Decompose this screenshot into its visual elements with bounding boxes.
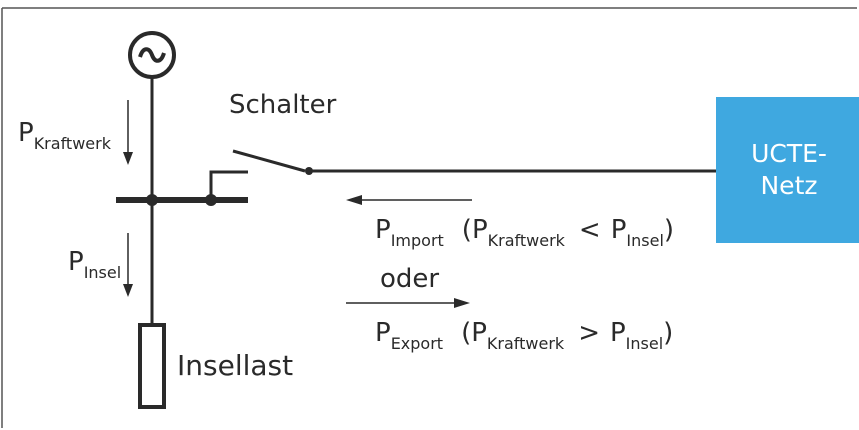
- ucte-grid-box: UCTE- Netz: [716, 97, 859, 243]
- export-formula: PExport(PKraftwerk>PInsel): [375, 318, 674, 352]
- p-insel-label: PInsel: [68, 247, 121, 281]
- island-load-box: [138, 323, 166, 409]
- insel-arrow-head: [123, 284, 133, 297]
- paren-open: (: [461, 318, 472, 348]
- p-symbol: P: [375, 318, 391, 348]
- ucte-label-line1: UCTE-: [751, 138, 827, 168]
- import-arrow-head: [346, 195, 362, 205]
- ucte-label-line2: Netz: [760, 171, 818, 200]
- bus-node-main: [146, 194, 158, 206]
- greater-than-sign: >: [578, 318, 600, 348]
- kraftwerk-subscript: Kraftwerk: [486, 334, 565, 353]
- less-than-sign: <: [578, 215, 601, 245]
- frame-border: [1, 7, 857, 428]
- export-arrow-head: [454, 298, 470, 308]
- oder-label: oder: [380, 264, 440, 294]
- kraftwerk-subscript: Kraftwerk: [33, 134, 111, 153]
- p-symbol: P: [610, 215, 627, 245]
- p-symbol: P: [18, 118, 34, 148]
- kraftwerk-arrow-head: [123, 152, 133, 165]
- insellast-label: Insellast: [177, 349, 294, 382]
- paren-open: (: [461, 215, 472, 245]
- p-symbol: P: [471, 215, 488, 245]
- import-subscript: Import: [390, 231, 444, 250]
- sine-wave-icon: [138, 47, 166, 63]
- p-symbol: P: [68, 247, 84, 277]
- p-symbol: P: [375, 215, 391, 245]
- export-subscript: Export: [390, 334, 444, 353]
- insel-subscript: Insel: [625, 334, 664, 353]
- schalter-label: Schalter: [229, 90, 337, 120]
- insel-subscript: Insel: [83, 263, 122, 282]
- p-kraftwerk-label: PKraftwerk: [18, 118, 111, 152]
- kraftwerk-subscript: Kraftwerk: [487, 231, 565, 250]
- paren-close: ): [663, 215, 675, 245]
- switch-lead: [209, 170, 248, 200]
- p-symbol: P: [609, 318, 626, 348]
- insel-subscript: Insel: [626, 231, 664, 250]
- p-symbol: P: [471, 318, 487, 348]
- switch-blade[interactable]: [232, 149, 306, 173]
- paren-close: ): [663, 318, 674, 348]
- import-formula: PImport(PKraftwerk<PInsel): [375, 215, 675, 249]
